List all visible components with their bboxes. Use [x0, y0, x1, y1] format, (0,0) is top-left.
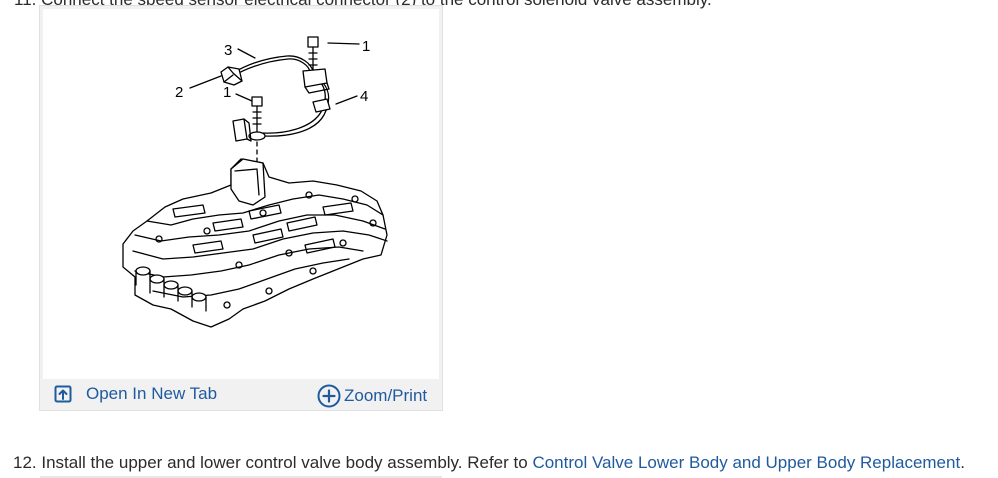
step-number: 12.: [13, 453, 37, 472]
zoom-print-label: Zoom/Print: [344, 386, 428, 405]
figure-actions: Open In New Tab Zoom/Print: [40, 379, 442, 410]
control-valve-replacement-link[interactable]: Control Valve Lower Body and Upper Body …: [532, 453, 961, 472]
callout-line-4: [335, 95, 358, 105]
step-text: Install the upper and lower control valv…: [41, 453, 528, 472]
callout-line-2: [189, 75, 222, 89]
callout-label-3: 3: [224, 42, 232, 59]
callout-line-1-top: [327, 42, 360, 45]
zoom-print-button[interactable]: Zoom/Print: [317, 384, 427, 408]
harness-lower: [262, 76, 326, 134]
callout-label-1-top: 1: [362, 38, 370, 55]
previous-step-text: 11. Connect the speed sensor electrical …: [14, 0, 712, 9]
callout-label-4: 4: [360, 88, 368, 105]
next-figure-edge: [40, 476, 442, 478]
callout-label-1-mid: 1: [223, 84, 231, 101]
zoom-plus-icon: [317, 384, 341, 408]
illustration-frame: 3 1 2 1 4: [43, 9, 439, 379]
valve-body-illustration: 3 1 2 1 4: [122, 36, 388, 328]
open-in-new-tab-button[interactable]: Open In New Tab: [54, 384, 217, 404]
illustration-figure: 3 1 2 1 4 Open In New Tab: [39, 5, 443, 411]
callout-line-3: [237, 48, 256, 59]
callout-label-2: 2: [175, 84, 183, 101]
step-12: 12. Install the upper and lower control …: [13, 453, 965, 473]
open-in-new-tab-label: Open In New Tab: [86, 384, 218, 403]
step-end-punctuation: .: [960, 453, 965, 472]
callout-line-1-mid: [235, 93, 253, 102]
open-in-new-tab-icon: [54, 385, 72, 403]
